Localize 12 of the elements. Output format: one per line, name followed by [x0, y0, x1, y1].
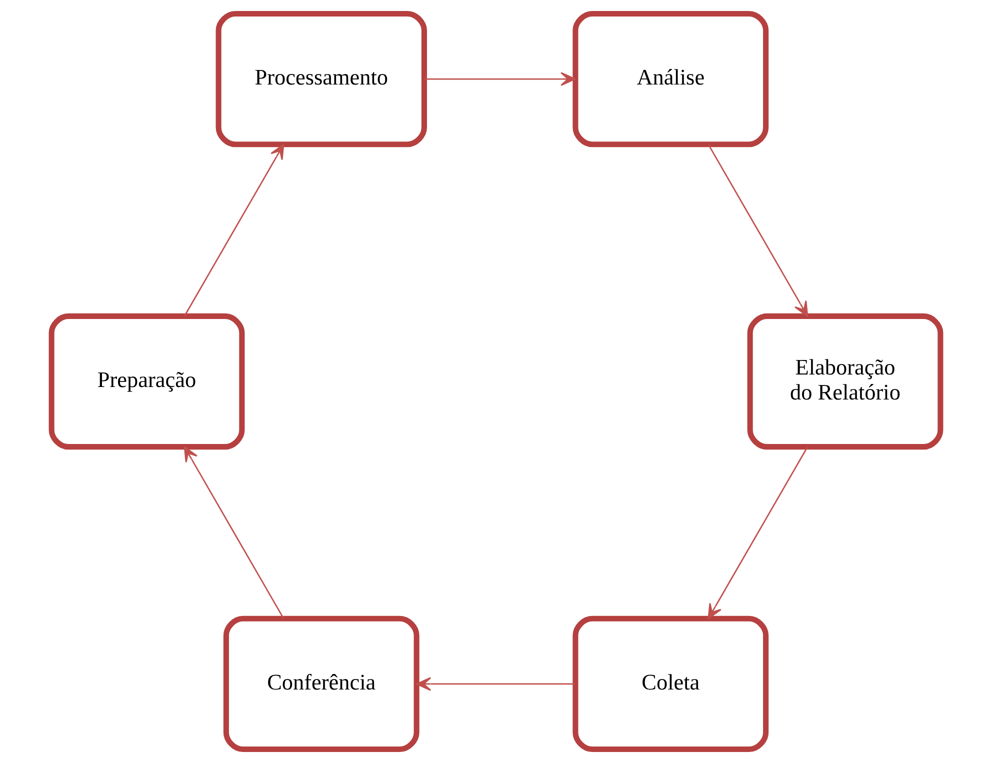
arrow	[184, 446, 284, 619]
arrow	[708, 446, 808, 620]
node-box: Coleta	[572, 616, 769, 752]
node-box: Preparação	[48, 313, 245, 450]
arrow	[424, 72, 576, 86]
arrow	[708, 144, 808, 317]
node-box: Processamento	[216, 10, 427, 148]
arrow	[184, 144, 284, 316]
arrow	[416, 677, 576, 691]
node-box: Conferência	[223, 616, 420, 752]
node-box: Elaboração do Relatório	[747, 313, 944, 450]
node-box: Análise	[572, 10, 769, 148]
